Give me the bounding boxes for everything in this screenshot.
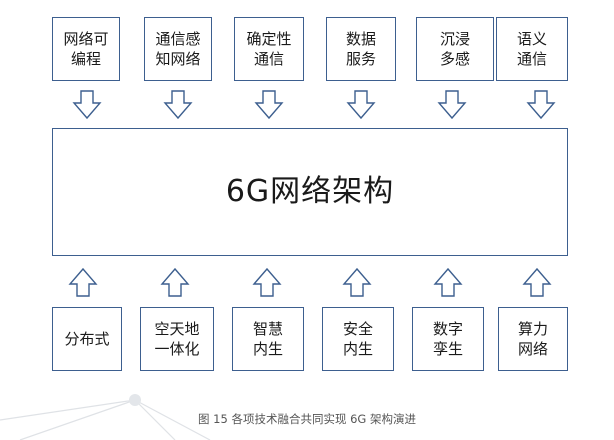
top-box-semantic-comm: 语义 通信 <box>496 17 568 81</box>
up-arrow-icon <box>433 267 463 297</box>
top-box-immersive: 沉浸 多感 <box>416 17 494 81</box>
down-arrow-icon <box>254 90 284 120</box>
up-arrow-icon <box>68 267 98 297</box>
down-arrow-icon <box>163 90 193 120</box>
bottom-box-space-air-ground: 空天地 一体化 <box>140 307 214 371</box>
top-box-sensing-network: 通信感 知网络 <box>144 17 212 81</box>
top-box-network-programmable: 网络可 编程 <box>52 17 120 81</box>
down-arrow-icon <box>72 90 102 120</box>
up-arrow-icon <box>522 267 552 297</box>
up-arrow-icon <box>160 267 190 297</box>
top-box-deterministic-comm: 确定性 通信 <box>234 17 304 81</box>
down-arrow-icon <box>437 90 467 120</box>
center-box-6g-architecture: 6G网络架构 <box>52 128 568 256</box>
bottom-box-native-intelligence: 智慧 内生 <box>232 307 304 371</box>
down-arrow-icon <box>346 90 376 120</box>
down-arrow-icon <box>526 90 556 120</box>
bottom-box-native-security: 安全 内生 <box>322 307 394 371</box>
up-arrow-icon <box>342 267 372 297</box>
figure-caption: 图 15 各项技术融合共同实现 6G 架构演进 <box>198 412 416 426</box>
bottom-box-digital-twin: 数字 孪生 <box>412 307 484 371</box>
top-box-data-service: 数据 服务 <box>326 17 396 81</box>
up-arrow-icon <box>252 267 282 297</box>
bottom-box-distributed: 分布式 <box>52 307 122 371</box>
bottom-box-computing-network: 算力 网络 <box>498 307 568 371</box>
